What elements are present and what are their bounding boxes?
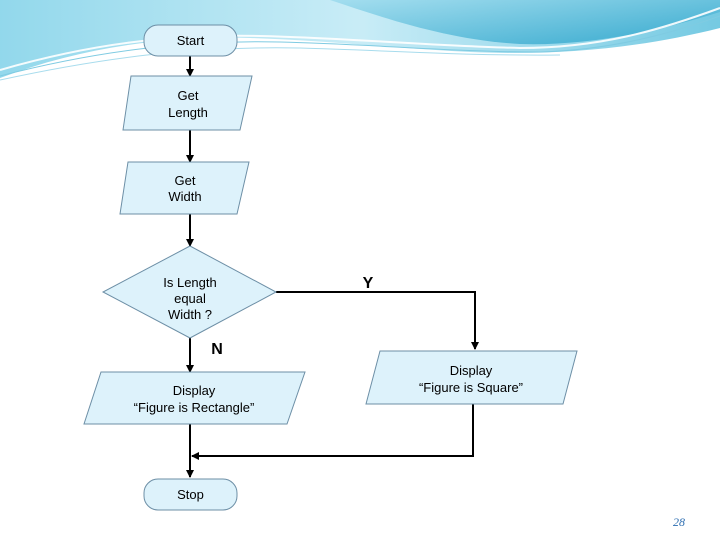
no-label: N	[211, 341, 223, 358]
get-width-line-2: Width	[168, 189, 201, 204]
get-length-input: Get Length	[122, 75, 253, 131]
page-number: 28	[673, 515, 685, 529]
display-square-output: Display “Figure is Square”	[365, 350, 578, 405]
header-wave-decoration	[0, 0, 720, 81]
get-width-input: Get Width	[119, 161, 250, 215]
decision-line-1: Is Length	[163, 275, 217, 290]
decision-line-2: equal	[174, 291, 206, 306]
get-length-line-1: Get	[178, 88, 199, 103]
display-square-line-2: “Figure is Square”	[419, 380, 523, 395]
yes-label: Y	[363, 275, 374, 292]
display-rectangle-line-1: Display	[173, 383, 216, 398]
display-rectangle-output: Display “Figure is Rectangle”	[83, 371, 306, 425]
stop-terminator: Stop	[143, 478, 238, 511]
stop-label: Stop	[177, 487, 204, 502]
connectors	[186, 56, 479, 478]
get-width-line-1: Get	[175, 173, 196, 188]
connector-square-to-stop	[191, 404, 474, 460]
display-rectangle-line-2: “Figure is Rectangle”	[134, 400, 255, 415]
start-terminator: Start	[143, 24, 238, 57]
get-length-line-2: Length	[168, 105, 208, 120]
display-square-line-1: Display	[450, 363, 493, 378]
decision-diamond: Is Length equal Width ?	[101, 245, 278, 339]
start-label: Start	[177, 33, 205, 48]
decision-line-3: Width ?	[168, 307, 212, 322]
connector-yes-branch	[276, 291, 479, 350]
